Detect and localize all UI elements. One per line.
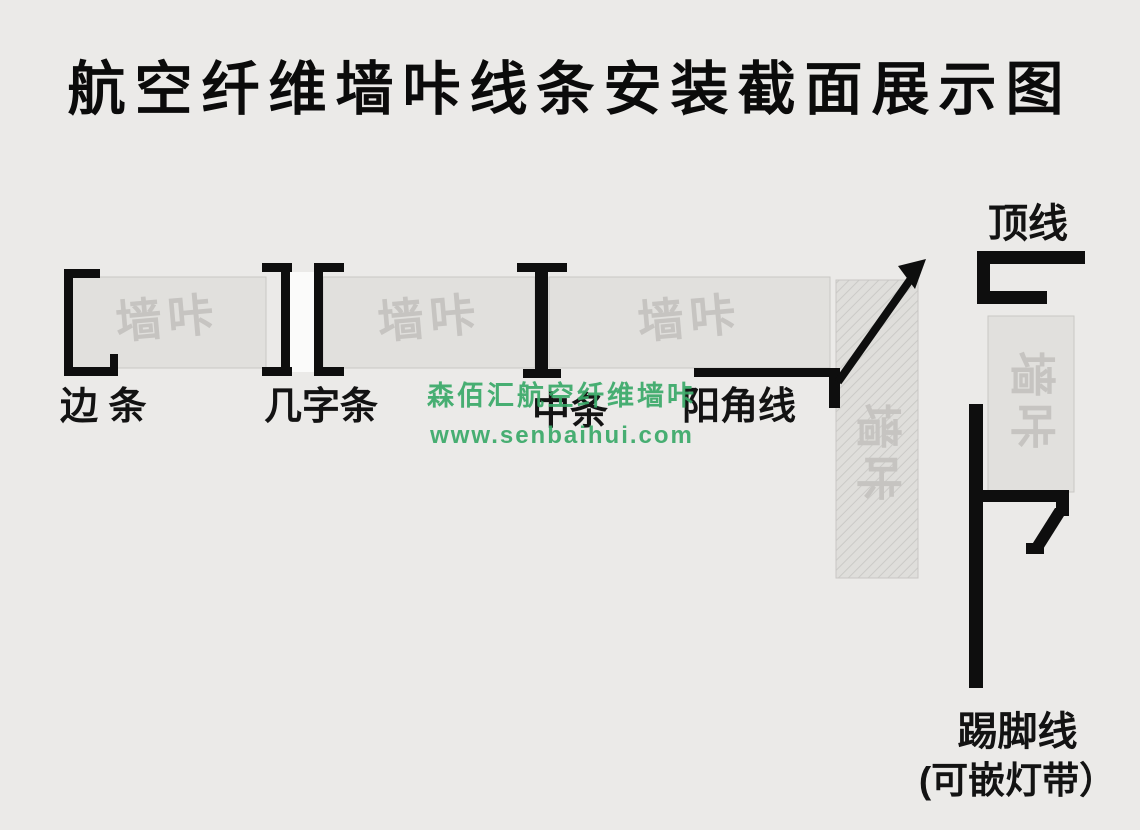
label-outer-corner: 阳角线 (682, 386, 797, 428)
panel-watermark-text: 墙咔 (852, 403, 904, 507)
edge-strip-profile (64, 269, 118, 376)
page-title: 航空纤维墙咔线条安装截面展示图 (67, 57, 1073, 122)
horizontal-panel-3 (548, 276, 831, 369)
outer-corner-profile (694, 259, 926, 408)
skirting-profile (983, 490, 1069, 554)
h-channel-profile (262, 263, 344, 376)
panel-watermark-text: 墙咔 (636, 288, 744, 349)
label-skirting-note: (可嵌灯带） (918, 760, 1117, 801)
label-edge-strip: 边 条 (60, 386, 147, 428)
panel-watermark-text: 墙咔 (376, 288, 484, 349)
label-skirting-line: 踢脚线 (957, 710, 1078, 754)
skirting-labels: 踢脚线 (可嵌灯带） (910, 708, 1125, 806)
label-crown-line: 顶线 (988, 202, 1068, 246)
label-ji-strip: 几字条 (264, 386, 379, 428)
panel-watermark-text: 墙咔 (114, 288, 222, 349)
horizontal-panel-2 (322, 276, 536, 369)
label-middle-strip: 中条 (532, 391, 609, 433)
horizontal-panel-1 (71, 276, 267, 369)
crown-profile (977, 251, 1085, 304)
panel-watermark-text: 墙咔 (1006, 351, 1058, 455)
corner-arrow-icon (898, 259, 926, 289)
t-channel-profile (517, 263, 567, 378)
wall-line (969, 404, 983, 688)
